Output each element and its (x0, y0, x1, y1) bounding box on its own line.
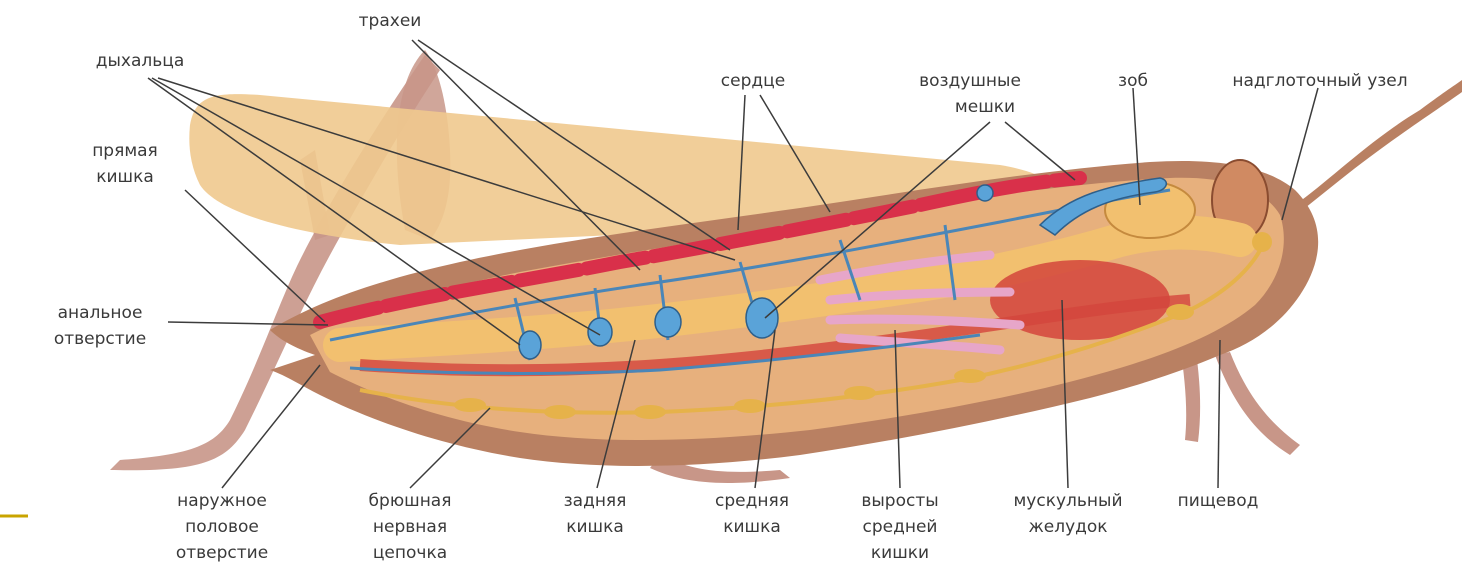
label-anal-opening-line2: отверстие (54, 329, 146, 349)
label-outgrowths-line1: выросты (861, 491, 938, 511)
label-outgrowths-line3: кишки (871, 543, 929, 563)
head (1212, 80, 1462, 240)
label-crop: зоб (1118, 71, 1148, 91)
label-midgut-line1: средняя (715, 491, 789, 511)
label-rectum-line2: кишка (96, 167, 154, 187)
label-hindgut-line2: кишка (566, 517, 624, 537)
label-nerve-chain-line2: нервная (373, 517, 447, 537)
label-nerve-chain-line1: брюшная (369, 491, 452, 511)
label-esophagus: пищевод (1178, 491, 1259, 511)
label-nerve-chain-line3: цепочка (373, 543, 447, 563)
label-spiracles: дыхальца (96, 51, 185, 71)
label-midgut-line2: кишка (723, 517, 781, 537)
label-genital-opening-line3: отверстие (176, 543, 268, 563)
label-genital-opening-line1: наружное (177, 491, 267, 511)
label-anal-opening-line1: анальное (58, 303, 143, 323)
label-tracheae: трахеи (359, 11, 422, 31)
label-gizzard-line1: мускульный (1013, 491, 1122, 511)
label-outgrowths-line2: средней (863, 517, 938, 537)
label-air-sacs-line2: мешки (955, 97, 1015, 117)
label-hindgut-line1: задняя (564, 491, 627, 511)
label-genital-opening-line2: половое (185, 517, 259, 537)
label-air-sacs-line1: воздушные (919, 71, 1021, 91)
label-gizzard-line2: желудок (1028, 517, 1107, 537)
label-supraesophageal-ganglion: надглоточный узел (1232, 71, 1407, 91)
label-rectum-line1: прямая (92, 141, 158, 161)
label-heart: сердце (721, 71, 785, 91)
